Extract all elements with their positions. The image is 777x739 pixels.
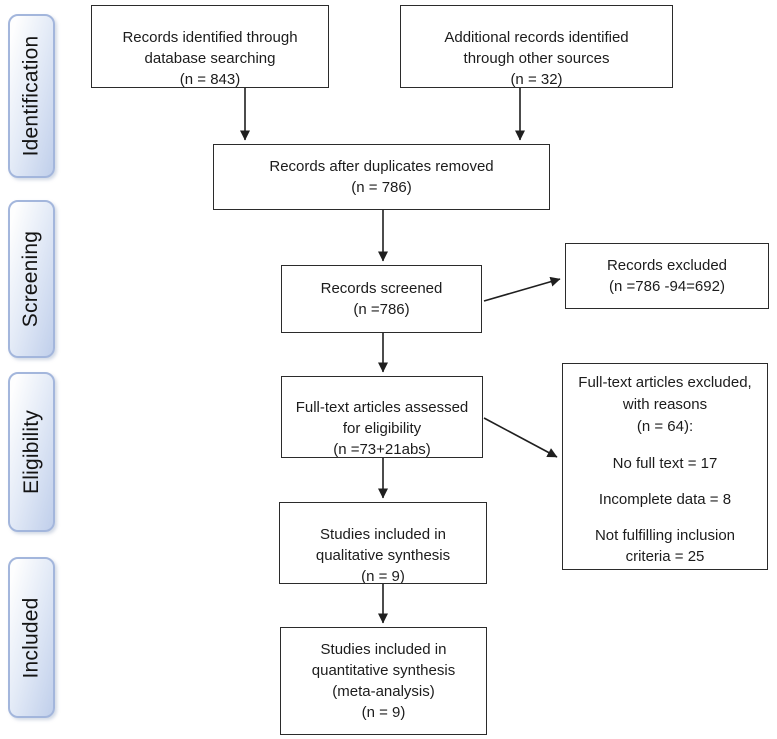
box-line: (n = 843) [179, 71, 241, 88]
box-line: (n =786 -94=692) [609, 278, 725, 295]
box-records-excluded: Records excluded (n =786 -94=692) [565, 243, 769, 309]
box-line: (meta-analysis) [332, 683, 435, 700]
box-line: (n = 9) [361, 704, 406, 721]
stage-eligibility: Eligibility [8, 372, 55, 532]
box-line: (n = 64): [636, 418, 694, 435]
exclusion-reason: No full text = 17 [612, 455, 718, 472]
stage-screening: Screening [8, 200, 55, 358]
box-line: (n = 32) [510, 71, 563, 88]
box-line: (n = 786) [351, 179, 412, 196]
box-line: (n =73+21abs) [333, 441, 431, 458]
stage-identification: Identification [8, 14, 55, 178]
box-line: Studies included in [320, 526, 446, 543]
box-records-screened: Records screened (n =786) [281, 265, 482, 333]
stage-label: Screening [19, 230, 43, 328]
box-line: Records screened [320, 280, 443, 297]
stage-label: Identification [19, 35, 43, 157]
box-line: Additional records identified [444, 29, 629, 46]
box-line: with reasons [622, 396, 708, 413]
box-line: Studies included in [320, 641, 447, 658]
exclusion-reason: Incomplete data = 8 [598, 491, 732, 508]
box-line: for eligibility [342, 420, 422, 437]
box-line: Records after duplicates removed [269, 158, 494, 175]
box-additional-records: Additional records identified through ot… [400, 5, 673, 88]
box-line: Full-text articles assessed [295, 399, 469, 416]
box-line: (n =786) [353, 301, 410, 318]
arrow-fulltext-to-ft-excluded [483, 417, 558, 458]
stage-included: Included [8, 557, 55, 718]
box-line: Full-text articles excluded, [578, 374, 752, 391]
box-quantitative-synthesis: Studies included in quantitative synthes… [280, 627, 487, 735]
exclusion-reason: Not fulfilling inclusion criteria = 25 [594, 527, 736, 565]
box-fulltext-assessed: Full-text articles assessed for eligibil… [281, 376, 483, 458]
box-line: database searching [144, 50, 276, 67]
box-duplicates-removed: Records after duplicates removed (n = 78… [213, 144, 550, 210]
box-line: Records identified through [122, 29, 298, 46]
stage-label: Included [19, 597, 43, 678]
box-records-identified: Records identified through database sear… [91, 5, 329, 88]
box-line: through other sources [463, 50, 610, 67]
box-fulltext-excluded: Full-text articles excluded, with reason… [562, 363, 768, 570]
stage-label: Eligibility [19, 410, 43, 494]
arrow-screened-to-excluded [483, 276, 561, 302]
box-line: (n = 9) [361, 568, 405, 584]
box-line: quantitative synthesis [311, 662, 456, 679]
box-line: Records excluded [606, 257, 728, 274]
box-line: qualitative synthesis [315, 547, 451, 564]
box-qualitative-synthesis: Studies included in qualitative synthesi… [279, 502, 487, 584]
